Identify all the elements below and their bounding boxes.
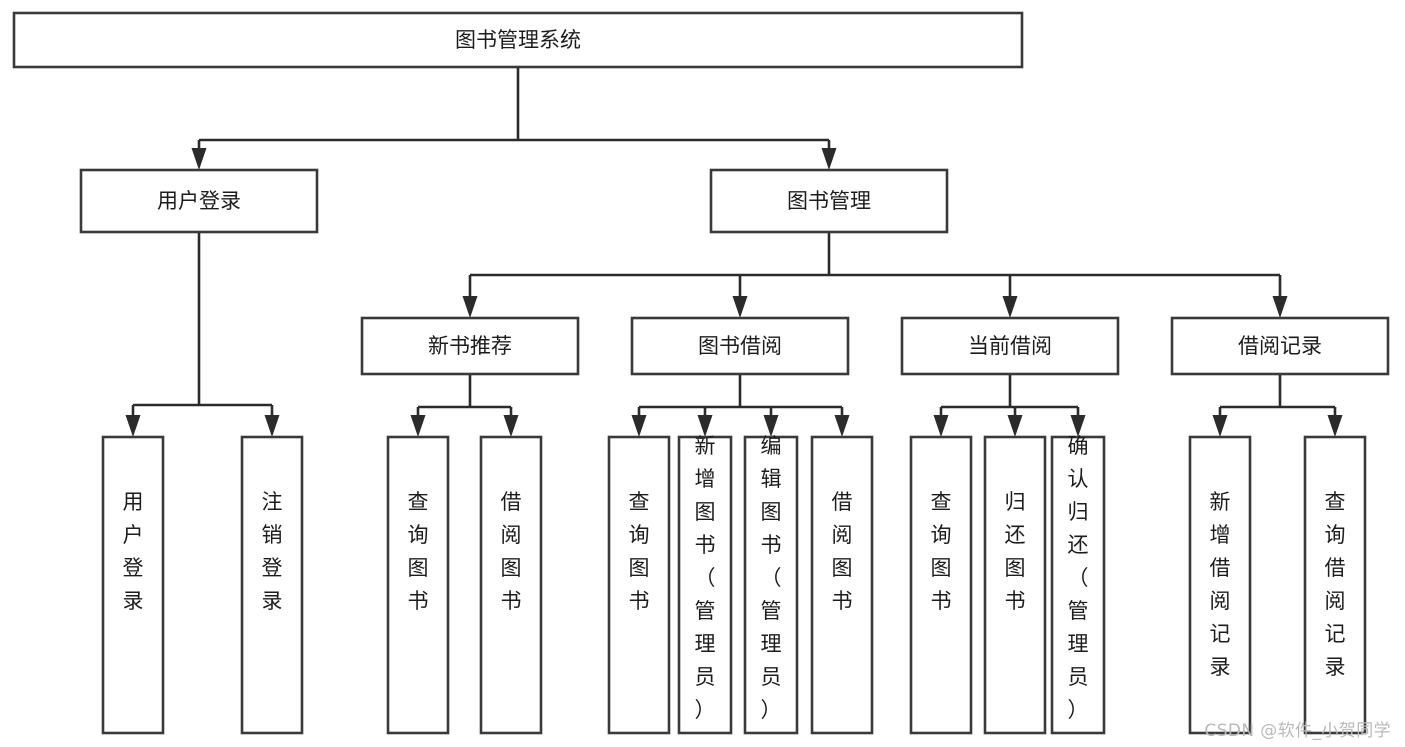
node-box — [1050, 435, 1106, 735]
arrow-head-icon — [631, 415, 647, 437]
node-leaf-confirm-return[interactable]: 确认归还（管理员） — [1050, 434, 1106, 735]
node-leaf-logout[interactable]: 注销登录 — [240, 435, 304, 735]
arrow-head-icon — [410, 415, 426, 437]
connector-root — [191, 67, 837, 170]
arrow-head-icon — [821, 148, 837, 170]
node-label: 图书管理 — [787, 189, 871, 213]
node-leaf-user-login[interactable]: 用户登录 — [101, 435, 165, 735]
connector-current — [933, 374, 1086, 437]
arrow-head-icon — [732, 296, 748, 318]
node-box — [240, 435, 304, 735]
node-box — [386, 435, 450, 735]
node-label-vertical: 借阅图书 — [832, 490, 853, 613]
connector-records — [1212, 374, 1343, 437]
node-box — [909, 435, 973, 735]
connector-login — [125, 232, 280, 437]
node-root[interactable]: 图书管理系统 — [12, 11, 1024, 69]
node-box — [1170, 316, 1390, 376]
connector-newbook — [410, 374, 519, 437]
node-leaf-borrow-book-1[interactable]: 借阅图书 — [479, 435, 543, 735]
node-box — [607, 435, 671, 735]
node-leaf-query-book-3[interactable]: 查询图书 — [909, 435, 973, 735]
arrow-head-icon — [834, 415, 850, 437]
node-box — [810, 435, 874, 735]
node-bookmgmt[interactable]: 图书管理 — [709, 168, 949, 234]
node-newbook[interactable]: 新书推荐 — [360, 316, 580, 376]
node-label-vertical: 新增借阅记录 — [1210, 490, 1231, 679]
node-box — [360, 316, 580, 376]
arrow-head-icon — [462, 296, 478, 318]
node-login[interactable]: 用户登录 — [79, 168, 319, 234]
node-label-vertical: 注销登录 — [262, 490, 283, 613]
node-label-vertical: 查询图书 — [931, 490, 952, 613]
node-box — [743, 435, 799, 735]
arrow-head-icon — [697, 415, 713, 437]
node-leaf-add-book[interactable]: 新增图书（管理员） — [677, 434, 733, 735]
arrow-head-icon — [1272, 296, 1288, 318]
node-box — [1188, 435, 1252, 735]
node-label-vertical: 查询借阅记录 — [1325, 490, 1346, 679]
node-leaf-edit-book[interactable]: 编辑图书（管理员） — [743, 434, 799, 735]
node-box — [630, 316, 850, 376]
arrow-head-icon — [503, 415, 519, 437]
node-label-vertical: 借阅图书 — [501, 490, 522, 613]
arrow-head-icon — [191, 148, 207, 170]
node-label-vertical: 编辑图书（管理员） — [761, 434, 782, 722]
connector-bookmgmt — [462, 232, 1288, 318]
arrow-head-icon — [1007, 415, 1023, 437]
node-box — [79, 168, 319, 234]
node-label-vertical: 归还图书 — [1005, 490, 1026, 613]
node-label: 新书推荐 — [428, 334, 512, 358]
node-borrow[interactable]: 图书借阅 — [630, 316, 850, 376]
node-label-vertical: 查询图书 — [629, 490, 650, 613]
arrow-head-icon — [1212, 415, 1228, 437]
arrow-head-icon — [933, 415, 949, 437]
node-label: 用户登录 — [157, 189, 241, 213]
node-leaf-query-record[interactable]: 查询借阅记录 — [1303, 435, 1367, 735]
node-leaf-add-record[interactable]: 新增借阅记录 — [1188, 435, 1252, 735]
node-label: 借阅记录 — [1238, 334, 1322, 358]
node-box — [101, 435, 165, 735]
node-box — [12, 11, 1024, 69]
node-box — [1303, 435, 1367, 735]
node-label-vertical: 确认归还（管理员） — [1068, 434, 1089, 722]
node-label-vertical: 查询图书 — [408, 490, 429, 613]
node-label: 图书借阅 — [698, 334, 782, 358]
node-label-vertical: 用户登录 — [123, 490, 144, 613]
node-label-vertical: 新增图书（管理员） — [695, 434, 716, 722]
connector-layer — [125, 67, 1343, 437]
node-box — [677, 435, 733, 735]
connector-borrow — [631, 374, 850, 437]
node-layer: 图书管理系统用户登录图书管理新书推荐图书借阅当前借阅借阅记录用户登录注销登录查询… — [12, 11, 1390, 735]
node-leaf-return-book[interactable]: 归还图书 — [983, 435, 1047, 735]
node-records[interactable]: 借阅记录 — [1170, 316, 1390, 376]
node-current[interactable]: 当前借阅 — [900, 316, 1120, 376]
node-leaf-query-book-2[interactable]: 查询图书 — [607, 435, 671, 735]
arrow-head-icon — [1002, 296, 1018, 318]
node-box — [900, 316, 1120, 376]
arrow-head-icon — [1327, 415, 1343, 437]
node-box — [479, 435, 543, 735]
node-label: 图书管理系统 — [455, 28, 581, 52]
arrow-head-icon — [1070, 415, 1086, 437]
arrow-head-icon — [264, 415, 280, 437]
node-leaf-query-book-1[interactable]: 查询图书 — [386, 435, 450, 735]
arrow-head-icon — [125, 415, 141, 437]
node-box — [983, 435, 1047, 735]
node-label: 当前借阅 — [968, 334, 1052, 358]
node-leaf-borrow-book-2[interactable]: 借阅图书 — [810, 435, 874, 735]
node-box — [709, 168, 949, 234]
arrow-head-icon — [763, 415, 779, 437]
